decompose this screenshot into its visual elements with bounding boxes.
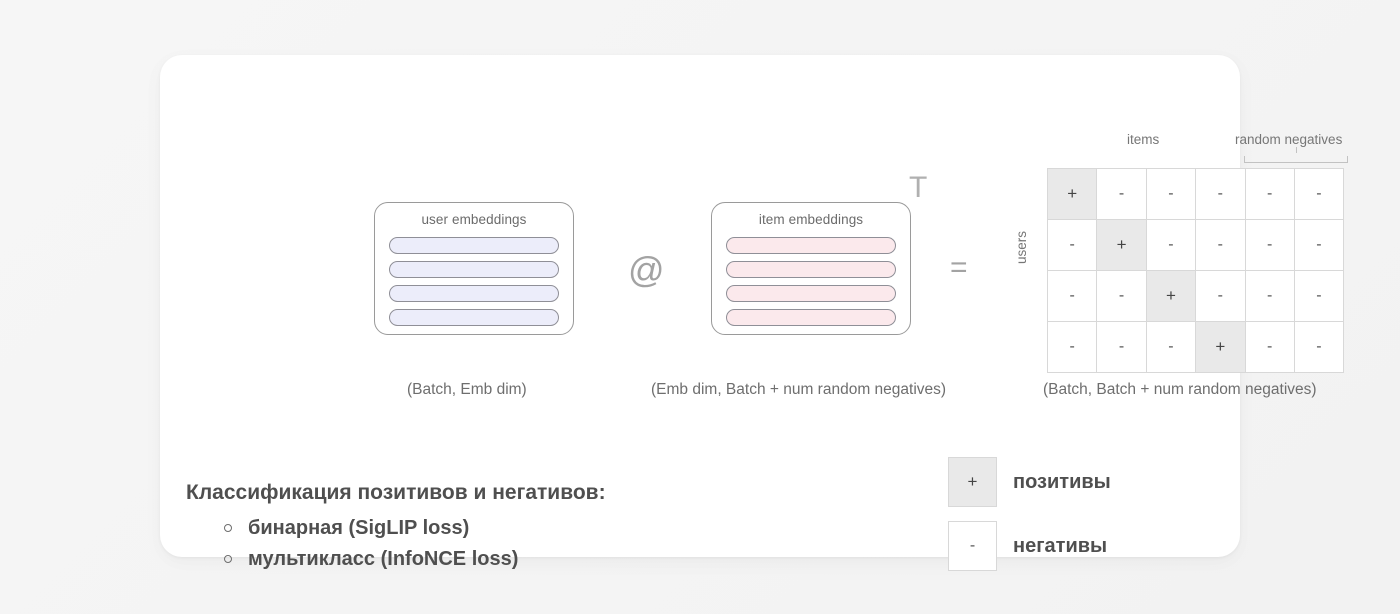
matrix-cell-negative: -	[1293, 270, 1345, 322]
matrix-cell-negative: -	[1046, 219, 1098, 271]
bracket-left-end	[1244, 156, 1246, 163]
matrix-cell-negative: -	[1195, 219, 1246, 271]
matrix-cell-negative: -	[1244, 219, 1295, 271]
item-embedding-row	[726, 261, 896, 278]
matrix-cell-positive: +	[1096, 219, 1147, 271]
item-embedding-row	[726, 285, 896, 302]
item-embedding-row	[726, 237, 896, 254]
legend-item-negative: - негативы	[948, 521, 1107, 571]
result-matrix-row: --+---	[1046, 270, 1345, 322]
item-embeddings-box: item embeddings	[711, 202, 911, 335]
classification-title: Классификация позитивов и негативов:	[186, 481, 606, 504]
random-negatives-bracket	[1244, 147, 1348, 163]
matrix-cell-negative: -	[1244, 270, 1295, 322]
matrix-cell-negative: -	[1096, 168, 1147, 220]
result-matrix: +------+------+------+--	[1046, 168, 1345, 373]
classification-list-item-label: бинарная (SigLIP loss)	[248, 517, 470, 539]
user-embeddings-title: user embeddings	[421, 212, 527, 227]
classification-list-item-label: мультикласс (InfoNCE loss)	[248, 548, 519, 570]
result-matrix-row: -+----	[1046, 219, 1345, 271]
legend-label-negative: негативы	[1013, 534, 1108, 557]
matrix-columns-label-items: items	[1127, 132, 1160, 147]
matrix-cell-negative: -	[1145, 168, 1197, 220]
classification-list-item: бинарная (SigLIP loss)	[220, 513, 518, 544]
matrix-cell-negative: -	[1046, 321, 1098, 373]
item-embedding-row	[726, 309, 896, 326]
legend-item-positive: + позитивы	[948, 457, 1111, 507]
user-embedding-row	[389, 237, 559, 254]
matrix-cell-negative: -	[1293, 321, 1345, 373]
user-embedding-rows	[389, 237, 559, 326]
bullet-circle-icon	[224, 524, 232, 532]
item-embeddings-title: item embeddings	[758, 212, 864, 227]
result-matrix-body: +------+------+------+--	[1046, 168, 1345, 373]
matrix-cell-negative: -	[1046, 270, 1098, 322]
item-matrix-caption: (Emb dim, Batch + num random negatives)	[651, 381, 947, 398]
user-embedding-row	[389, 285, 559, 302]
slide-card: user embeddings @ item embeddings	[160, 55, 1348, 571]
bracket-horizontal	[1244, 161, 1348, 163]
classification-list-item: мультикласс (InfoNCE loss)	[220, 544, 518, 575]
matrix-cell-negative: -	[1293, 219, 1345, 271]
item-embedding-rows	[726, 237, 896, 326]
bottom-section: Классификация позитивов и негативов: бин…	[160, 385, 1240, 571]
user-embedding-row	[389, 261, 559, 278]
bracket-tick	[1296, 147, 1298, 153]
classification-list: бинарная (SigLIP loss) мультикласс (InfoN…	[220, 513, 518, 575]
user-embeddings-box: user embeddings	[374, 202, 574, 335]
user-matrix-caption: (Batch, Emb dim)	[407, 381, 527, 398]
matrix-columns-label-random-negatives: random negatives	[1235, 132, 1343, 147]
result-matrix-row: +-----	[1046, 168, 1345, 220]
matrix-cell-negative: -	[1244, 321, 1295, 373]
legend-swatch-negative: -	[948, 521, 997, 571]
matrix-cell-negative: -	[1145, 321, 1197, 373]
matrix-cell-negative: -	[1293, 168, 1345, 220]
matmul-operator-icon: @	[628, 249, 665, 290]
matrix-cell-negative: -	[1195, 270, 1246, 322]
matrix-cell-positive: +	[1046, 168, 1098, 220]
result-matrix-grid: +------+------+------+--	[1046, 168, 1345, 373]
equation-area: user embeddings @ item embeddings	[160, 55, 1348, 398]
matrix-cell-positive: +	[1145, 270, 1197, 322]
result-matrix-caption: (Batch, Batch + num random negatives)	[1043, 381, 1317, 398]
bracket-right-end	[1346, 156, 1348, 163]
matrix-cell-negative: -	[1096, 270, 1147, 322]
equals-operator-icon: =	[950, 251, 968, 284]
matrix-cell-negative: -	[1145, 219, 1197, 271]
matrix-rows-label-users: users	[1014, 230, 1030, 265]
matrix-cell-negative: -	[1244, 168, 1295, 220]
matrix-cell-negative: -	[1096, 321, 1147, 373]
result-matrix-row: ---+--	[1046, 321, 1345, 373]
transpose-symbol: T	[909, 171, 928, 204]
bullet-circle-icon	[224, 555, 232, 563]
legend-swatch-positive: +	[948, 457, 997, 507]
matrix-cell-negative: -	[1195, 168, 1246, 220]
legend-label-positive: позитивы	[1013, 470, 1111, 493]
user-embedding-row	[389, 309, 559, 326]
matrix-cell-positive: +	[1195, 321, 1246, 373]
